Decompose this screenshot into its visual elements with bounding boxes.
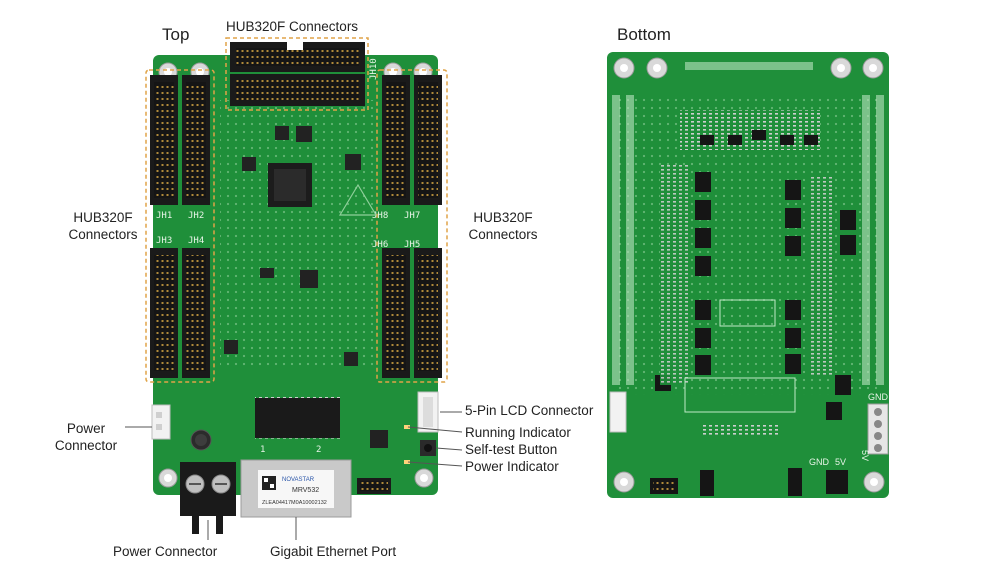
silk-jh7: JH7 — [404, 211, 420, 221]
hub-connectors-left — [150, 75, 210, 378]
silk-jh1: JH1 — [156, 211, 172, 221]
silk-port1: 1 — [260, 445, 265, 455]
label-top: Top — [162, 25, 190, 44]
power-connector-side — [151, 404, 171, 440]
label-hub-left: HUB320F Connectors — [68, 210, 138, 242]
label-power-connector-bottom: Power Connector — [113, 544, 218, 559]
label-self-test-button: Self-test Button — [465, 442, 558, 457]
bottom-board: GND 5V GND 5V — [607, 52, 889, 498]
label-ethernet-port: Gigabit Ethernet Port — [270, 544, 397, 559]
hub-connectors-top — [230, 42, 365, 106]
silk-jh10: JH10 — [369, 58, 379, 80]
label-hub-right: HUB320F Connectors — [468, 210, 538, 242]
hub-connectors-right — [382, 75, 442, 378]
silk-5v-bottom: 5V — [835, 457, 846, 467]
ethernet-model: MRV532 — [292, 487, 319, 494]
silk-5v-right: 5V — [860, 450, 870, 461]
memory-chip — [255, 398, 340, 438]
callout-lines — [125, 411, 463, 540]
power-terminal-bottom — [867, 403, 889, 455]
silk-gnd-bottom: GND — [809, 457, 830, 467]
label-bottom: Bottom — [617, 25, 671, 44]
label-power-indicator: Power Indicator — [465, 459, 559, 474]
lcd-connector-bottom — [609, 391, 627, 433]
silk-jh5: JH5 — [404, 240, 420, 250]
silk-jh4: JH4 — [188, 236, 204, 246]
power-led — [404, 460, 410, 464]
silk-jh2: JH2 — [188, 211, 204, 221]
ethernet-brand: NOVASTAR — [282, 477, 315, 483]
silk-gnd-right: GND — [868, 392, 889, 402]
ethernet-port: NOVASTAR MRV532 ZLEA04417M0A10002132 — [240, 459, 352, 518]
power-terminal — [180, 462, 236, 534]
highlight-box-top — [225, 37, 369, 111]
label-lcd-connector: 5-Pin LCD Connector — [465, 403, 594, 418]
running-led — [404, 425, 410, 429]
top-board: JH1 JH2 JH3 JH4 JH8 JH7 JH6 JH5 JH10 1 2 — [145, 37, 448, 534]
silk-jh3: JH3 — [156, 236, 172, 246]
highlight-box-right — [376, 69, 448, 383]
label-hub-top: HUB320F Connectors — [226, 19, 359, 34]
silk-jh6: JH6 — [372, 240, 388, 250]
label-running-indicator: Running Indicator — [465, 425, 571, 440]
lcd-connector — [417, 391, 439, 433]
highlight-box-left — [145, 69, 215, 383]
silk-jh8: JH8 — [372, 211, 388, 221]
label-power-connector-side: Power Connector — [54, 421, 118, 453]
silk-port2: 2 — [316, 445, 321, 455]
ethernet-serial: ZLEA04417M0A10002132 — [262, 500, 327, 506]
